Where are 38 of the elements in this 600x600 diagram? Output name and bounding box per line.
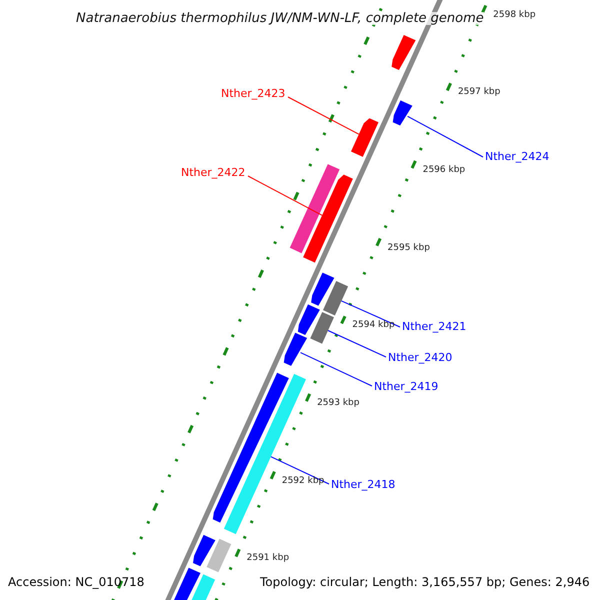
gene-block xyxy=(290,164,340,254)
leader-line xyxy=(300,352,372,386)
gene-label: Nther_2423 xyxy=(221,88,286,98)
gene-label: Nther_2424 xyxy=(485,150,550,162)
gene-block xyxy=(284,332,308,366)
gene-block xyxy=(392,100,412,126)
gene-block xyxy=(224,374,306,534)
gene-label: Nther_2422 xyxy=(181,166,246,178)
leader-line xyxy=(270,456,330,484)
leader-line xyxy=(248,176,323,216)
leader-line xyxy=(288,96,360,135)
gene-label: Nther_2418 xyxy=(331,478,396,490)
gene-label: Nther_2419 xyxy=(374,380,438,392)
leader-line xyxy=(328,330,386,358)
scale-label: 2592 kbp xyxy=(282,476,324,486)
gene-label: Nther_2421 xyxy=(402,320,466,332)
leader-line xyxy=(341,300,400,328)
gene-block xyxy=(392,35,416,70)
genome-info-text: Topology: circular; Length: 3,165,557 bp; Genes: 2,946 xyxy=(260,576,590,588)
gene-label: Nther_2420 xyxy=(388,352,452,362)
map-title: Natranaerobius thermophilus JW/NM-WN-LF, complete genome xyxy=(76,12,484,24)
scale-label: 2596 kbp xyxy=(422,166,466,175)
leader-line xyxy=(407,116,484,158)
scale-label: 2598 kbp xyxy=(493,10,536,20)
gene-block xyxy=(323,281,348,316)
gene-block xyxy=(298,304,320,335)
gene-block xyxy=(206,538,232,572)
scale-label: 2594 kbp xyxy=(352,321,395,330)
gene-block xyxy=(311,272,334,306)
gene-block xyxy=(310,312,334,344)
scale-label: 2591 kbp xyxy=(246,554,290,564)
scale-label: 2593 kbp xyxy=(317,399,360,408)
accession-text: Accession: NC_010718 xyxy=(8,576,144,588)
gene-block xyxy=(193,534,216,566)
gene-block xyxy=(303,174,353,263)
scale-label: 2597 kbp xyxy=(458,88,500,98)
gene-block xyxy=(351,118,378,157)
scale-label: 2595 kbp xyxy=(388,244,430,253)
